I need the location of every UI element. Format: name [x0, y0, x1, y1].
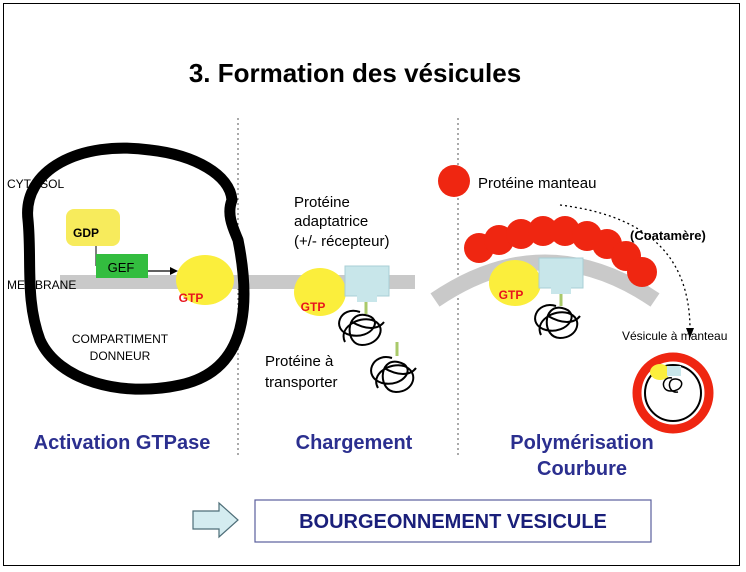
budding-arrow-head — [686, 328, 694, 338]
cargo-free — [370, 356, 417, 394]
adaptor-label-1: Protéine — [294, 194, 350, 211]
receptor-right — [538, 257, 584, 289]
cytosol-label: CYTOSOL — [7, 177, 64, 191]
step-curvature: Courbure — [537, 458, 627, 480]
gef-label: GEF — [108, 260, 135, 275]
banner-text: BOURGEONNEMENT VESICULE — [299, 511, 607, 533]
step-polymerisation: Polymérisation — [510, 432, 653, 454]
slide-title: 3. Formation des vésicules — [189, 58, 521, 88]
coatomer-label: (Coatamère) — [630, 228, 706, 243]
gef-box — [96, 254, 148, 278]
receptor-stem-right — [551, 286, 571, 294]
banner-box — [254, 499, 652, 543]
receptor-stem-middle — [357, 294, 377, 302]
coated-vesicle-label: Vésicule à manteau — [622, 329, 727, 343]
compartment-label-2: DONNEUR — [90, 349, 151, 363]
gdp-box — [66, 209, 120, 246]
coat-protein-label: Protéine manteau — [478, 175, 596, 192]
gtp-label-middle: GTP — [301, 300, 326, 314]
coat-protein-legend — [438, 165, 470, 197]
compartment-label-1: COMPARTIMENT — [72, 332, 169, 346]
step-loading: Chargement — [296, 432, 413, 454]
gtpase-left — [176, 255, 234, 305]
cargo-bound-middle — [338, 309, 385, 347]
gtpase-middle — [294, 268, 346, 316]
cargo-bound-right — [534, 304, 581, 340]
cargo-label-2: transporter — [265, 374, 338, 391]
gdp-label: GDP — [73, 226, 99, 240]
gtp-label-right: GTP — [499, 288, 524, 302]
vesicle-cargo — [662, 377, 683, 393]
membrane-label: MEMBRANE — [7, 278, 76, 292]
step-activation: Activation GTPase — [34, 432, 211, 454]
adaptor-label-2: adaptatrice — [294, 213, 368, 230]
vesicle-gtpase — [650, 364, 670, 380]
coat-layer — [464, 216, 657, 287]
receptor-middle — [344, 265, 390, 297]
adaptor-label-3: (+/- récepteur) — [294, 233, 389, 250]
slide-frame — [3, 3, 740, 566]
gef-arrow-head — [170, 267, 178, 275]
cargo-label-1: Protéine à — [265, 353, 334, 370]
vesicle-receptor — [667, 366, 681, 376]
gtpase-right — [489, 260, 541, 306]
donor-compartment — [22, 142, 250, 395]
gtp-label-left: GTP — [179, 291, 204, 305]
budding-block-arrow — [192, 501, 239, 539]
vesicle-membrane — [644, 364, 702, 422]
